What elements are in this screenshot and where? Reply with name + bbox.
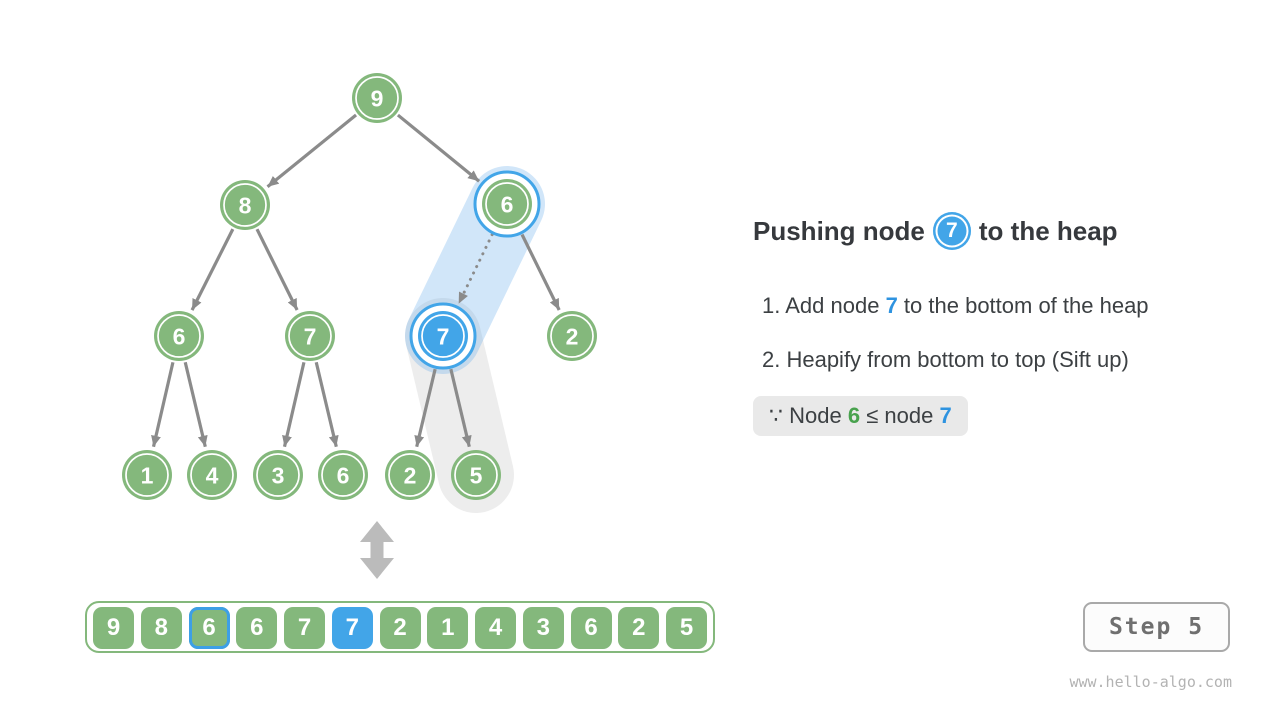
step2-text: 2. Heapify from bottom to top (Sift up) xyxy=(762,347,1129,372)
step1-text: 1. Add node xyxy=(762,293,886,318)
tree-edge xyxy=(190,228,235,311)
tree-node-9: 9 xyxy=(352,73,402,123)
svg-text:9: 9 xyxy=(371,86,384,112)
svg-text:1: 1 xyxy=(141,463,154,489)
node-7-badge-icon: 7 xyxy=(932,212,971,250)
heap-tree-diagram: 9 8 6 6 7 7 2 1 4 3 6 2 5 xyxy=(122,73,597,579)
svg-text:6: 6 xyxy=(173,324,186,350)
tree-node-2: 2 xyxy=(547,311,597,361)
tree-edge xyxy=(282,361,306,448)
note-text-1: Node xyxy=(783,403,848,428)
array-cell-7: 1 xyxy=(427,607,469,649)
tree-node-5: 5 xyxy=(451,450,501,500)
tree-node-6: 6 xyxy=(473,170,541,238)
array-cell-9: 3 xyxy=(522,607,564,649)
tree-edge xyxy=(183,361,208,448)
title-prefix: Pushing node xyxy=(753,215,925,246)
note-text-2: ≤ node xyxy=(860,403,940,428)
svg-text:7: 7 xyxy=(304,324,317,350)
updown-arrow-icon xyxy=(360,521,394,579)
array-cell-0: 9 xyxy=(93,607,134,649)
sift-up-dotted-arrow xyxy=(457,233,494,306)
svg-text:8: 8 xyxy=(239,193,252,219)
step1-highlight-7: 7 xyxy=(885,293,898,318)
panel-title: Pushing node 7 to the heap xyxy=(753,212,1118,250)
badge-value: 7 xyxy=(946,219,958,242)
step1-text-suffix: to the bottom of the heap xyxy=(897,293,1149,318)
step-indicator-button[interactable]: Step 5 xyxy=(1083,602,1230,652)
instruction-step-1: 1. Add node 7 to the bottom of the heap xyxy=(762,293,1149,319)
tree-node-4: 4 xyxy=(187,450,237,500)
array-cell-3: 6 xyxy=(236,607,278,649)
note-node-7: 7 xyxy=(939,403,952,428)
because-symbol: ∵ xyxy=(769,403,783,428)
svg-text:2: 2 xyxy=(404,463,417,489)
svg-text:6: 6 xyxy=(501,192,514,218)
array-cell-5: 7 xyxy=(331,607,373,649)
array-cell-6: 2 xyxy=(379,607,421,649)
svg-text:2: 2 xyxy=(566,324,579,350)
tree-node-6: 6 xyxy=(154,311,204,361)
tree-edge xyxy=(255,228,299,311)
tree-node-7: 7 xyxy=(285,311,335,361)
instruction-steps: 1. Add node 7 to the bottom of the heap … xyxy=(762,293,1149,401)
tree-node-8: 8 xyxy=(220,180,270,230)
tree-edge xyxy=(314,361,339,448)
tree-edge xyxy=(396,113,481,183)
tree-node-7: 7 xyxy=(409,302,477,370)
array-cell-11: 2 xyxy=(618,607,660,649)
tree-node-3: 3 xyxy=(253,450,303,500)
svg-text:7: 7 xyxy=(437,324,450,350)
tree-edge xyxy=(520,233,561,311)
note-node-6: 6 xyxy=(847,403,861,428)
svg-text:6: 6 xyxy=(337,463,350,489)
tree-edge xyxy=(414,368,437,448)
tree-node-6: 6 xyxy=(318,450,368,500)
tree-node-1: 1 xyxy=(122,450,172,500)
watermark: www.hello-algo.com xyxy=(1069,673,1232,691)
instruction-step-2: 2. Heapify from bottom to top (Sift up) xyxy=(762,347,1149,373)
svg-text:5: 5 xyxy=(470,463,483,489)
comparison-note: ∵ Node 6 ≤ node 7 xyxy=(753,396,968,436)
tree-edge xyxy=(151,361,175,448)
array-cell-10: 6 xyxy=(570,607,612,649)
tree-node-2: 2 xyxy=(385,450,435,500)
array-cell-8: 4 xyxy=(475,607,516,649)
tree-edge xyxy=(266,113,358,188)
array-cell-12: 5 xyxy=(666,607,707,649)
array-cell-1: 8 xyxy=(140,607,182,649)
svg-text:3: 3 xyxy=(272,463,285,489)
tree-edge xyxy=(449,368,472,448)
svg-text:4: 4 xyxy=(206,463,219,489)
array-cell-2: 6 xyxy=(188,607,230,649)
title-suffix: to the heap xyxy=(978,215,1118,246)
array-cell-4: 7 xyxy=(284,607,325,649)
